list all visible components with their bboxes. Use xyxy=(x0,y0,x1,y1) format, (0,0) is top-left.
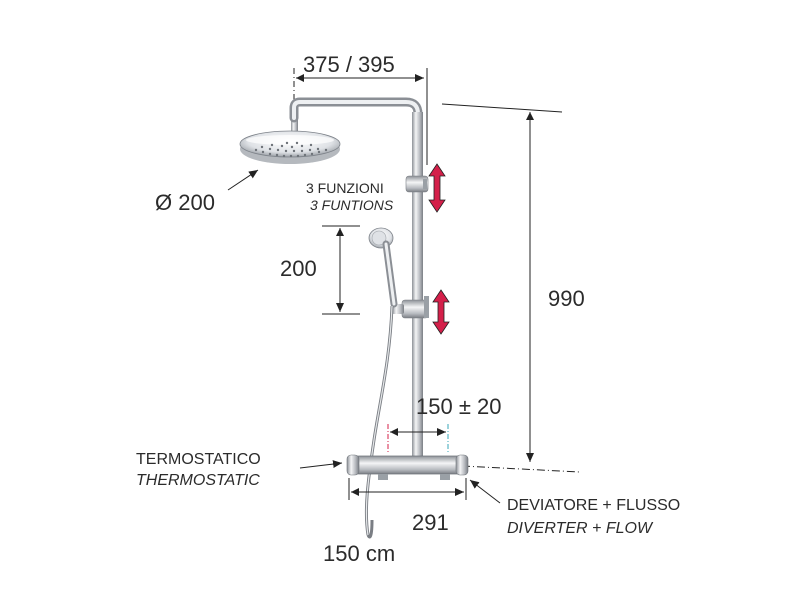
shower-hose xyxy=(364,305,394,539)
head-diameter-label: Ø 200 xyxy=(155,190,215,215)
diverter-label-en: DIVERTER + FLOW xyxy=(507,520,653,537)
hose-length-label: 150 cm xyxy=(323,541,396,566)
functions-label-it: 3 FUNZIONI xyxy=(306,180,384,196)
body-width-dimension xyxy=(348,478,467,500)
body-width-label: 291 xyxy=(412,510,449,535)
diverter-label-it: DEVIATORE + FLUSSO xyxy=(507,497,681,514)
thermostatic-leader xyxy=(299,460,343,469)
hand-shower xyxy=(368,227,398,308)
diverter-leader xyxy=(469,479,501,504)
handshower-span-label: 200 xyxy=(280,256,317,281)
thermostatic-mixer xyxy=(346,454,469,480)
height-label: 990 xyxy=(548,286,585,311)
top-width-label: 375 / 395 xyxy=(303,52,395,77)
riser-pipe xyxy=(289,97,429,462)
height-dimension xyxy=(441,103,581,473)
diameter-leader xyxy=(227,169,259,191)
height-adjust-arrow-lower xyxy=(432,289,450,335)
inlet-spacing-label: 150 ± 20 xyxy=(416,394,502,419)
thermostatic-label-it: TERMOSTATICO xyxy=(136,451,261,468)
handshower-dimension xyxy=(322,225,360,315)
shower-head xyxy=(239,106,341,164)
functions-label-en: 3 FUNTIONS xyxy=(310,197,394,213)
height-adjust-arrow-upper xyxy=(428,163,446,213)
thermostatic-label-en: THERMOSTATIC xyxy=(136,472,260,489)
inlet-marks xyxy=(387,424,449,452)
slider-holder xyxy=(392,296,429,319)
